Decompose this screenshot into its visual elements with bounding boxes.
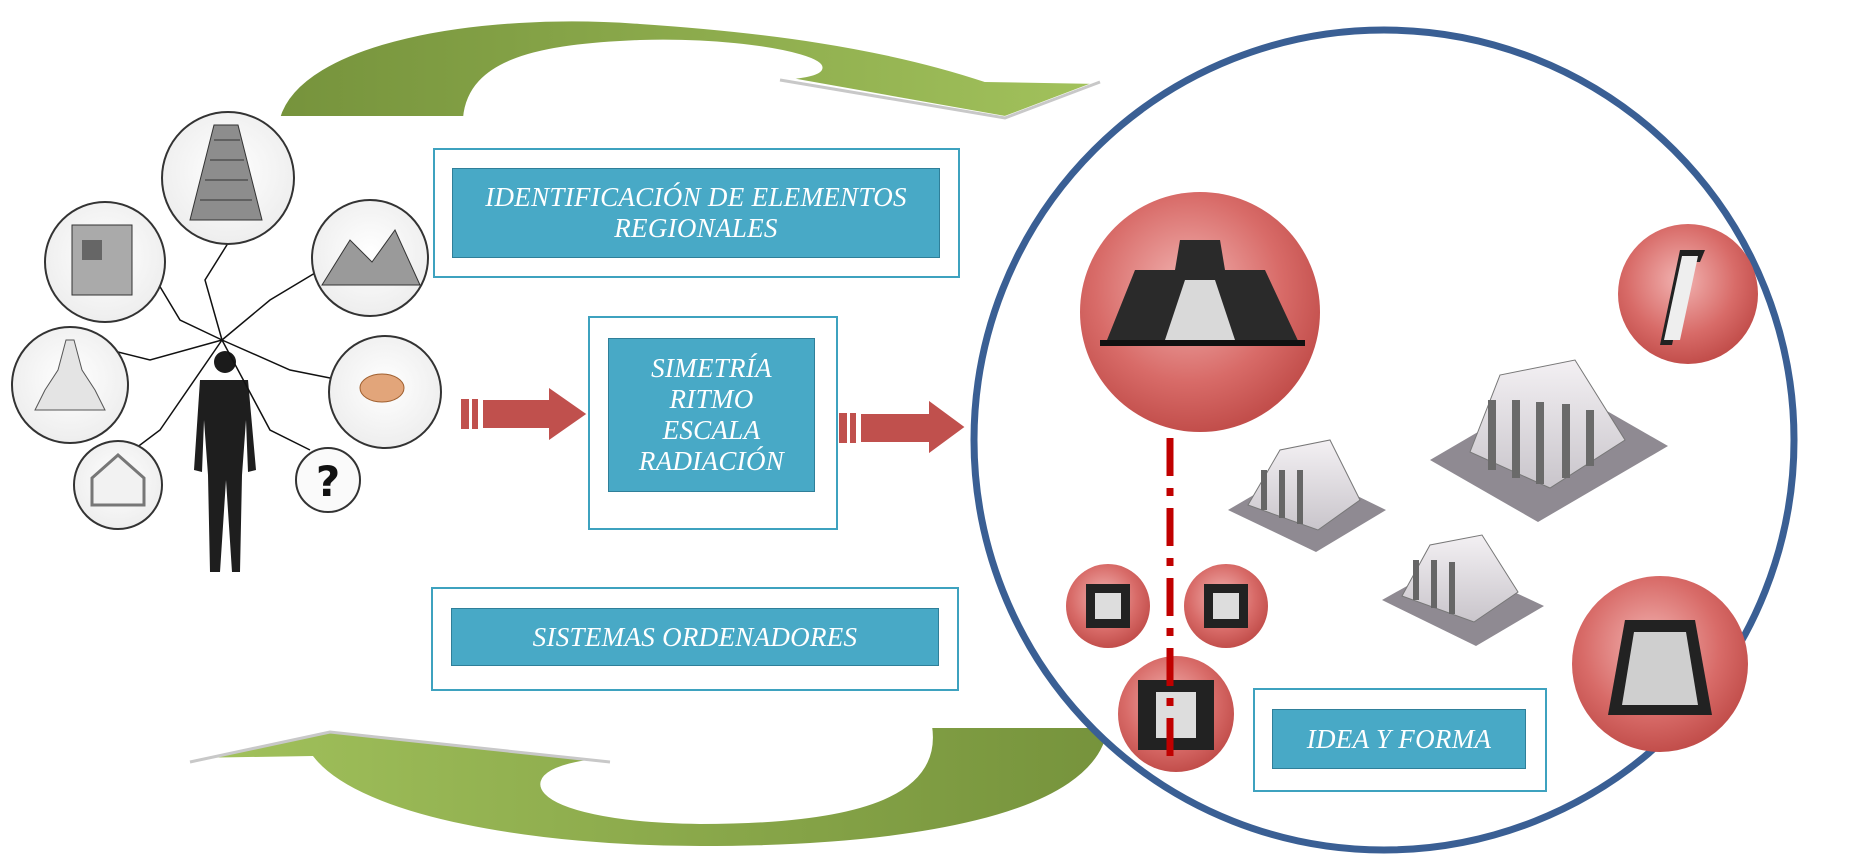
principio-simetria: SIMETRÍA [651, 353, 772, 383]
idea-label: IDEA Y FORMA [1272, 709, 1526, 769]
principio-ritmo: RITMO [669, 384, 754, 414]
principios-label: SIMETRÍA RITMO ESCALA RADIACIÓN [608, 338, 815, 492]
sistemas-label: SISTEMAS ORDENADORES [451, 608, 939, 666]
pillar-badge-icon [1618, 224, 1758, 364]
idea-text: IDEA Y FORMA [1306, 723, 1492, 754]
sistemas-text: SISTEMAS ORDENADORES [532, 621, 858, 652]
bottom-cycle-arrow [189, 724, 1113, 851]
temple-profile-badge-icon [1080, 192, 1320, 432]
trapezoid-badge-icon [1572, 576, 1748, 752]
principio-radiacion: RADIACIÓN [638, 446, 785, 476]
red-arrow-left [461, 384, 590, 444]
identificacion-line-1: IDENTIFICACIÓN DE ELEMENTOS [485, 182, 907, 212]
identificacion-line-2: REGIONALES [614, 213, 778, 243]
red-arrow-right [839, 397, 968, 457]
isometric-building-icon [1228, 359, 1668, 646]
identificacion-label: IDENTIFICACIÓN DE ELEMENTOS REGIONALES [452, 168, 940, 258]
top-cycle-arrow [275, 17, 1101, 121]
svg-text:?: ? [316, 457, 340, 506]
principio-escala: ESCALA [662, 415, 761, 445]
chip-badge-icon [1066, 564, 1268, 772]
person-figure-icon [194, 351, 256, 572]
question-mark-icon [295, 447, 361, 513]
ruins-sketch-icon [311, 199, 429, 317]
